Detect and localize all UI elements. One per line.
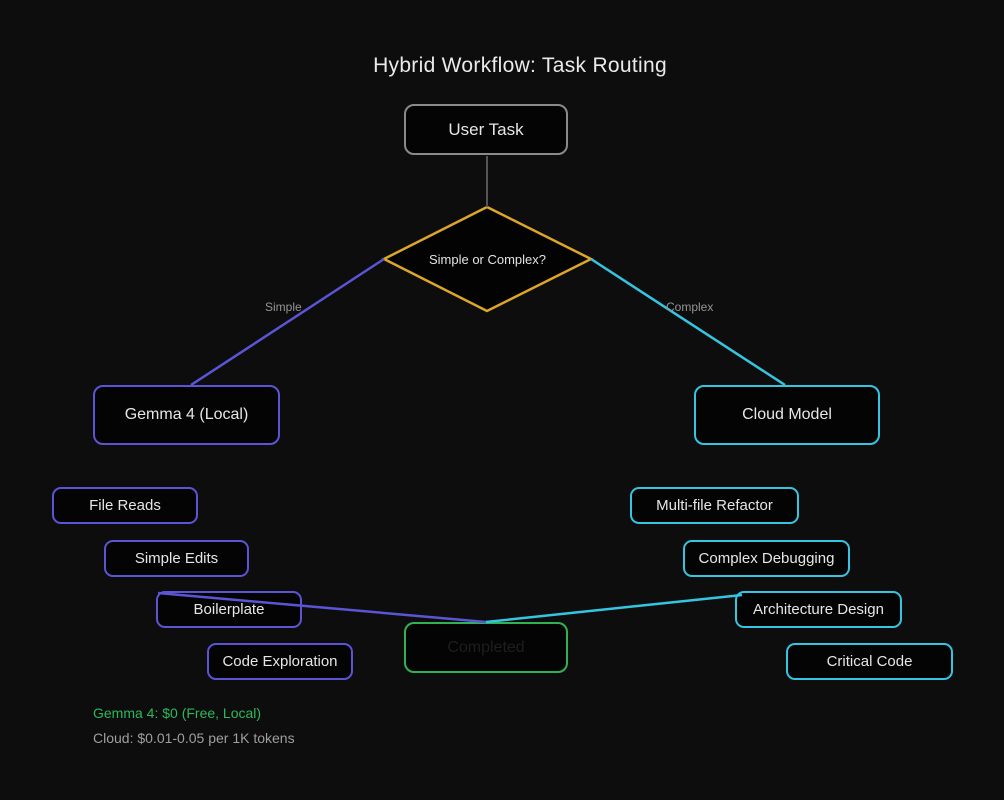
cloud-cost-note: Cloud: $0.01-0.05 per 1K tokens <box>93 730 295 746</box>
decision-label: Simple or Complex? <box>428 251 547 267</box>
cloud-task-multi-file-refactor: Multi-file Refactor <box>630 487 799 524</box>
cloud-task-label: Multi-file Refactor <box>656 497 773 514</box>
decision-diamond: Simple or Complex? <box>385 208 590 310</box>
cloud-model-node: Cloud Model <box>694 385 880 445</box>
local-task-boilerplate: Boilerplate <box>156 591 302 628</box>
edge-architecture-design-to-completed <box>485 593 743 624</box>
local-task-label: Simple Edits <box>134 550 219 567</box>
user-task-node: User Task <box>404 104 568 155</box>
cloud-task-label: Complex Debugging <box>698 550 835 567</box>
completed-node: Completed <box>404 622 568 673</box>
local-task-simple-edits: Simple Edits <box>104 540 249 577</box>
diagram-title: Hybrid Workflow: Task Routing <box>373 54 667 77</box>
local-model-label: Gemma 4 (Local) <box>124 406 249 423</box>
edge-decision-to-local-model <box>190 257 385 387</box>
local-task-file-reads: File Reads <box>52 487 198 524</box>
local-task-label: Code Exploration <box>222 653 338 670</box>
cloud-task-label: Architecture Design <box>753 601 884 618</box>
cloud-task-label: Critical Code <box>826 653 913 670</box>
local-cost-note: Gemma 4: $0 (Free, Local) <box>93 705 262 721</box>
cloud-task-architecture-design: Architecture Design <box>735 591 902 628</box>
cloud-task-complex-debugging: Complex Debugging <box>683 540 850 577</box>
user-task-label: User Task <box>448 119 524 139</box>
completed-label: Completed <box>447 638 525 656</box>
local-task-label: Boilerplate <box>193 601 265 618</box>
edge-label-complex: Complex <box>666 300 714 314</box>
edge-label-simple: Simple <box>265 300 302 314</box>
local-model-node: Gemma 4 (Local) <box>93 385 280 445</box>
edge-decision-to-cloud-model <box>590 257 786 387</box>
local-task-code-exploration: Code Exploration <box>207 643 353 680</box>
local-task-label: File Reads <box>89 497 161 514</box>
cloud-task-critical-code: Critical Code <box>786 643 953 680</box>
cloud-model-label: Cloud Model <box>742 406 832 423</box>
